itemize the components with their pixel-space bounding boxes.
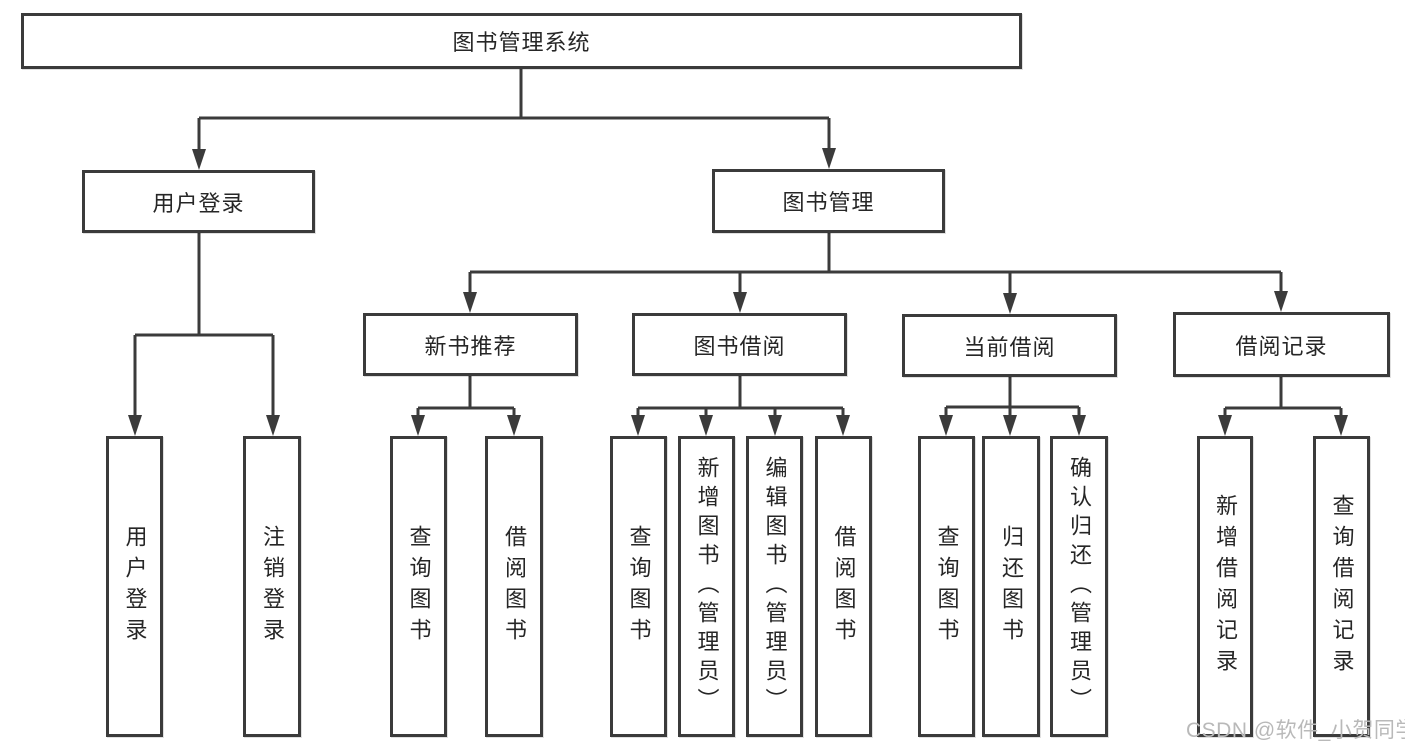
node-book-borrowing: 图书借阅 — [632, 313, 847, 376]
node-borrow-records: 借阅记录 — [1173, 312, 1390, 377]
leaf-logout: 注销登录 — [243, 436, 301, 737]
leaf-query-borrow-record: 查询借阅记录 — [1313, 436, 1370, 737]
leaf-query-books-current: 查询图书 — [918, 436, 975, 737]
node-current-borrowing: 当前借阅 — [902, 314, 1117, 377]
leaf-confirm-return-admin: 确认归还（管理员） — [1050, 436, 1108, 737]
leaf-add-borrow-record: 新增借阅记录 — [1197, 436, 1253, 737]
leaf-query-books-borrowing: 查询图书 — [610, 436, 667, 737]
arrowheads — [128, 148, 1348, 436]
leaf-borrow-books-borrowing: 借阅图书 — [815, 436, 872, 737]
node-book-management: 图书管理 — [712, 169, 945, 233]
leaf-add-books-admin: 新增图书（管理员） — [678, 436, 735, 737]
leaf-borrow-books-recommend: 借阅图书 — [485, 436, 543, 737]
leaf-user-login: 用户登录 — [106, 436, 163, 737]
leaf-edit-books-admin: 编辑图书（管理员） — [746, 436, 803, 737]
node-new-book-recommend: 新书推荐 — [363, 313, 578, 376]
leaf-return-books: 归还图书 — [982, 436, 1040, 737]
node-library-system: 图书管理系统 — [21, 13, 1022, 69]
watermark-csdn: CSDN @软件_小贺同学 — [1186, 719, 1405, 742]
leaf-query-books-recommend: 查询图书 — [390, 436, 447, 737]
node-user-login: 用户登录 — [82, 170, 315, 233]
